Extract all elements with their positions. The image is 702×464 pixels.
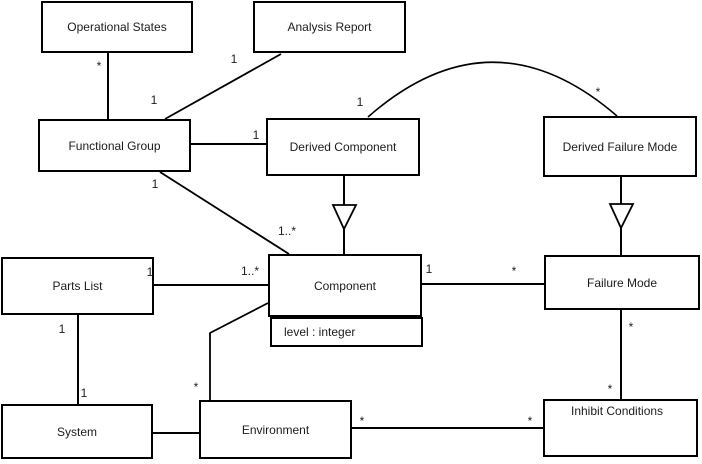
class-derived-component-label: Derived Component bbox=[289, 140, 397, 154]
class-component-attribute-compartment: level : integer bbox=[270, 317, 423, 347]
class-system: System bbox=[1, 404, 153, 459]
class-parts-list-label: Parts List bbox=[52, 279, 103, 293]
multiplicity-component-failuremode-end-a: 1 bbox=[425, 262, 433, 276]
multiplicity-partslist-system-end-a: 1 bbox=[58, 322, 66, 336]
assoc-derivedcomponent-derivedfailuremode-arc bbox=[367, 61, 618, 118]
class-analysis-report: Analysis Report bbox=[253, 1, 406, 53]
multiplicity-funcgroup-component-end-b: 1..* bbox=[277, 224, 297, 238]
multiplicity-analysisreport-end: 1 bbox=[230, 52, 238, 66]
class-environment: Environment bbox=[199, 400, 352, 459]
multiplicity-partslist-component-end-a: 1 bbox=[146, 265, 154, 279]
class-analysis-report-label: Analysis Report bbox=[287, 20, 372, 34]
multiplicity-derivedcomponent-funcgroup-end: 1 bbox=[252, 128, 260, 142]
class-derived-failure-mode: Derived Failure Mode bbox=[543, 116, 697, 177]
class-operational-states: Operational States bbox=[41, 1, 193, 53]
class-failure-mode: Failure Mode bbox=[544, 255, 700, 310]
multiplicity-failuremode-inhibit-end-a: * bbox=[628, 320, 634, 334]
class-derived-failure-mode-label: Derived Failure Mode bbox=[562, 139, 678, 154]
assoc-component-environment bbox=[209, 302, 269, 400]
multiplicity-partslist-component-end-b: 1..* bbox=[240, 264, 260, 278]
class-inhibit-conditions-label: Inhibit Conditions bbox=[571, 404, 664, 418]
class-functional-group: Functional Group bbox=[38, 119, 191, 172]
multiplicity-funcgroup-component-end-a: 1 bbox=[151, 177, 159, 191]
multiplicity-environment-inhibit-end-a: * bbox=[359, 414, 365, 428]
multiplicity-component-environment-end: * bbox=[193, 380, 199, 394]
multiplicity-partslist-system-end-b: 1 bbox=[80, 386, 88, 400]
generalization-arrow-derivedcomponent bbox=[331, 204, 358, 232]
multiplicity-funcgroup-opstates-end: 1 bbox=[150, 93, 158, 107]
class-functional-group-label: Functional Group bbox=[68, 138, 161, 153]
class-component-attribute-level: level : integer bbox=[284, 325, 356, 339]
class-derived-component: Derived Component bbox=[266, 118, 420, 176]
class-operational-states-label: Operational States bbox=[67, 20, 167, 34]
multiplicity-failuremode-inhibit-end-b: * bbox=[607, 382, 613, 396]
multiplicity-opstates-end: * bbox=[96, 59, 102, 73]
class-environment-label: Environment bbox=[241, 422, 310, 437]
class-system-label: System bbox=[56, 424, 97, 439]
assoc-analysisreport-funcgroup bbox=[164, 53, 282, 120]
class-inhibit-conditions: Inhibit Conditions bbox=[543, 399, 698, 457]
class-component: Component bbox=[268, 254, 422, 317]
multiplicity-arc-derivedfailuremode-end: * bbox=[595, 85, 601, 99]
multiplicity-arc-derivedcomponent-end: 1 bbox=[356, 95, 364, 109]
class-failure-mode-label: Failure Mode bbox=[586, 275, 658, 290]
multiplicity-environment-inhibit-end-b: * bbox=[527, 414, 533, 428]
class-parts-list: Parts List bbox=[1, 257, 154, 315]
class-component-label: Component bbox=[313, 278, 377, 293]
generalization-arrow-derivedfailuremode bbox=[608, 203, 635, 231]
multiplicity-component-failuremode-end-b: * bbox=[511, 264, 517, 278]
assoc-funcgroup-component bbox=[159, 171, 290, 255]
